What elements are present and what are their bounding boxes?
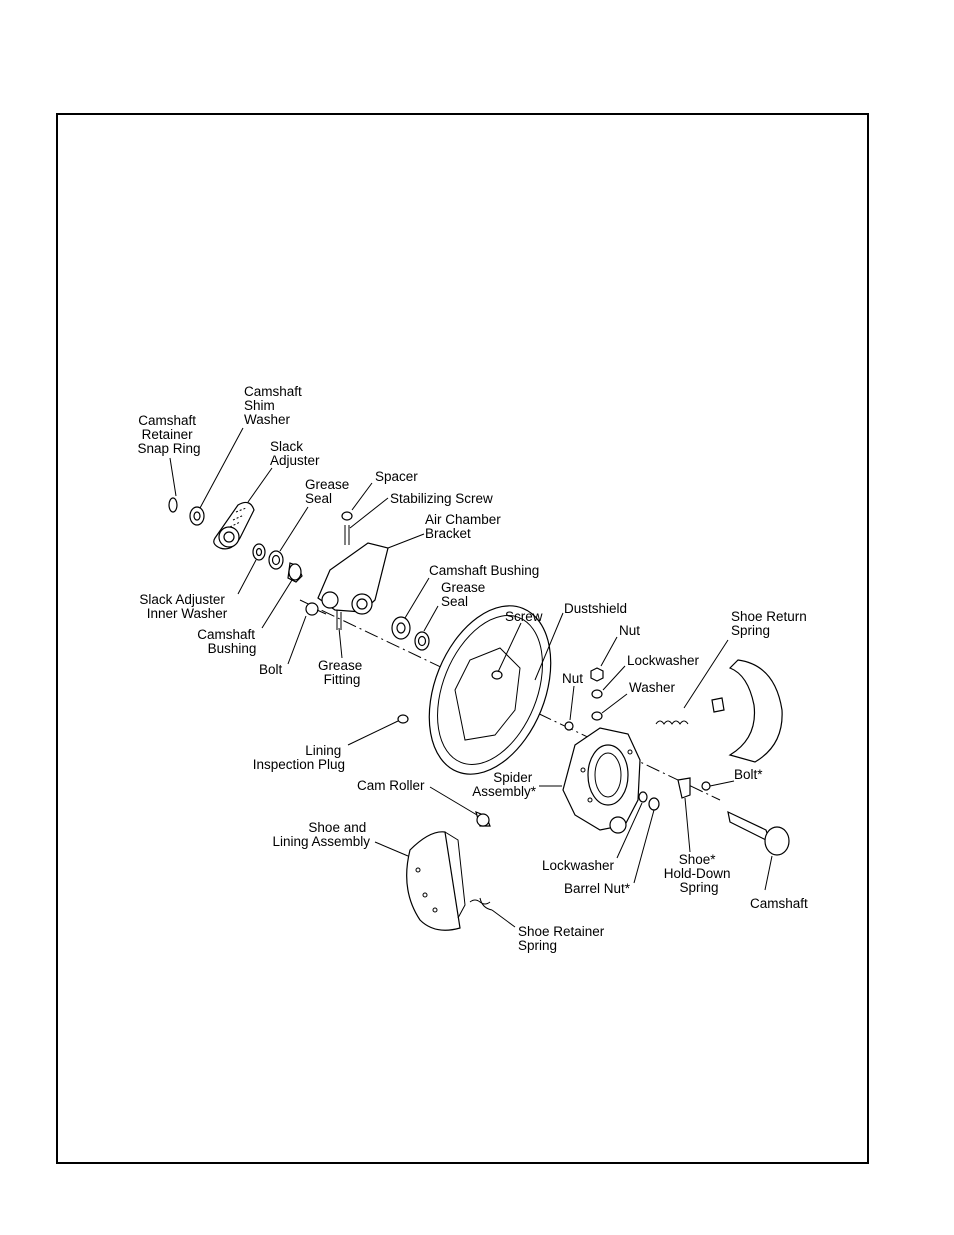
bolt-2-part [701, 781, 711, 791]
label-camshaft: Camshaft [750, 896, 808, 911]
label-retainer-snap-ring: Camshaft Retainer Snap Ring [137, 413, 200, 456]
label-camshaft-bushing-1: Camshaft Bushing [197, 627, 259, 656]
bolt-1-part [305, 602, 327, 616]
grease-seal-2-part [414, 631, 430, 651]
cam-roller-part [475, 810, 491, 827]
barrel-nut-part [648, 797, 660, 811]
label-screw: Screw [505, 609, 543, 624]
camshaft-part [727, 810, 790, 856]
lockwasher-1-part [591, 689, 603, 699]
lower-shoe-part [406, 831, 466, 931]
label-shoe-retainer-spring: Shoe Retainer Spring [518, 924, 608, 953]
label-shoe-hold-down-spring: Shoe* Hold-Down Spring [664, 852, 735, 895]
shoe-retainer-spring-part [469, 897, 493, 911]
label-barrel-nut: Barrel Nut* [564, 881, 631, 896]
label-lockwasher-1: Lockwasher [627, 653, 700, 668]
spider-assembly-part [562, 727, 641, 834]
label-lining-inspection-plug: Lining Inspection Plug [253, 743, 345, 772]
label-slack-adjuster-inner-washer: Slack Adjuster Inner Washer [139, 592, 228, 621]
grease-seal-1-part [268, 550, 284, 570]
spacer-part [341, 511, 353, 545]
nut-2-part [564, 721, 574, 731]
label-grease-seal-1: Grease Seal [305, 477, 353, 506]
label-shim-washer: Camshaft Shim Washer [244, 384, 306, 427]
label-spider-assembly: Spider Assembly* [472, 770, 537, 799]
snap-ring-part [168, 497, 178, 513]
label-shoe-and-lining-assembly: Shoe and Lining Assembly [272, 820, 370, 849]
label-nut-2: Nut [562, 671, 583, 686]
upper-shoe-part [711, 659, 783, 763]
label-shoe-return-spring: Shoe Return Spring [731, 609, 811, 638]
inspection-plug-part [397, 714, 409, 724]
label-air-chamber-bracket: Air Chamber Bracket [425, 512, 505, 541]
label-slack-adjuster: Slack Adjuster [270, 439, 320, 468]
label-bolt-1: Bolt [259, 662, 283, 677]
slack-adjuster-part [213, 501, 255, 550]
lockwasher-2-part [638, 791, 648, 803]
label-nut-1: Nut [619, 623, 640, 638]
label-grease-seal-2: Grease Seal [441, 580, 489, 609]
label-spacer: Spacer [375, 469, 418, 484]
nut-1-part [590, 667, 604, 682]
washer-part [591, 711, 603, 721]
hold-down-spring-part [677, 777, 691, 799]
label-bolt-2: Bolt* [734, 767, 763, 782]
camshaft-axis-line [299, 599, 721, 801]
inner-washer-part [252, 543, 266, 561]
dustshield-part [428, 605, 552, 775]
leader-lines [169, 427, 773, 928]
camshaft-bushing-2-part [391, 616, 411, 640]
label-washer: Washer [629, 680, 676, 695]
figure-frame [56, 113, 869, 1164]
shoe-return-spring-part [655, 720, 689, 725]
shim-washer-part [189, 506, 205, 526]
camshaft-bushing-1-part [287, 562, 303, 583]
label-dustshield: Dustshield [564, 601, 627, 616]
label-stabilizing-screw: Stabilizing Screw [390, 491, 493, 506]
label-camshaft-bushing-2: Camshaft Bushing [429, 563, 539, 578]
label-cam-roller: Cam Roller [357, 778, 425, 793]
air-chamber-bracket-part [317, 542, 389, 630]
label-lockwasher-2: Lockwasher [542, 858, 615, 873]
label-grease-fitting: Grease Fitting [318, 658, 366, 687]
